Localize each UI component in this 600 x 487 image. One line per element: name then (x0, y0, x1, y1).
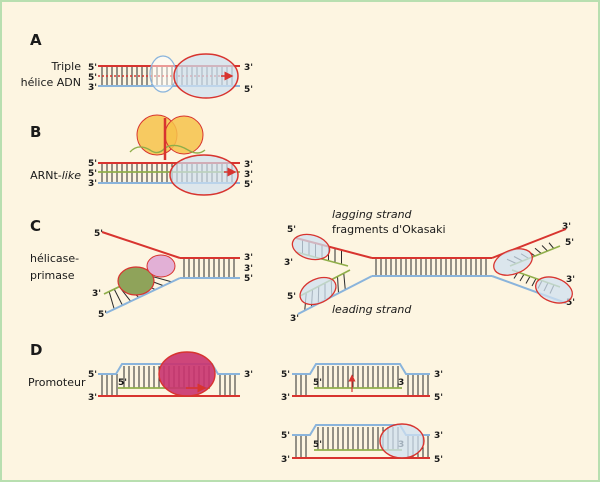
panel-c-right-end-1: 5' (287, 225, 296, 235)
panel-d2-end-1: 5' (281, 370, 290, 380)
panel-c-right-end-4: 3' (290, 314, 299, 324)
panel-a-label-line2: hélice ADN (21, 76, 81, 89)
panel-d3-protein (379, 423, 425, 459)
base-pair-rung (343, 273, 346, 290)
panel-d1-end-2: 5' (118, 378, 127, 388)
panel-c-end-5: 3' (92, 289, 101, 299)
panel-d2-end-3: 3 (398, 378, 404, 388)
panel-d1-rna-polymerase (158, 351, 216, 397)
panel-b-end-left-1: 5' (88, 159, 97, 169)
panel-c-end-6: 5' (98, 310, 107, 320)
panel-b-end-right-3: 5' (244, 180, 253, 190)
panel-c-leading-label: leading strand (332, 303, 412, 316)
panel-c-right-enzyme-1 (291, 233, 331, 261)
panel-d2-end-6: 5' (434, 393, 443, 403)
panel-d1-end-1: 5' (88, 370, 97, 380)
panel-c-right-enzyme-4 (535, 276, 573, 304)
base-pair-rung (548, 242, 555, 249)
panel-c-right-end-2: 3' (284, 258, 293, 268)
panel-a-end-left-2: 5' (88, 73, 97, 83)
panel-b-end-left-2: 5' (88, 169, 97, 179)
panel-b-end-left-3: 3' (88, 179, 97, 189)
base-pair-rung (531, 278, 537, 287)
panel-b: B ARNt-like 5' 5' 3' 3' 3' 5' (30, 114, 253, 196)
panel-c-okazaki-label: fragments d'Okasaki (332, 223, 446, 236)
panel-a-end-right-1: 3' (244, 63, 253, 73)
panel-b-label-prefix: ARNt- (30, 169, 62, 182)
panel-c-end-1: 5' (94, 229, 103, 239)
panel-c-right-enzyme-2 (299, 276, 337, 306)
panel-b-letter: B (30, 123, 41, 141)
panel-d3-end-4: 3' (434, 431, 443, 441)
panel-c-right-end-5: 3' (562, 222, 571, 232)
panel-d-label: Promoteur (28, 376, 86, 389)
base-pair-rung (541, 245, 548, 252)
panel-c-right-end-3: 5' (287, 292, 296, 302)
panel-c-lagging-label: lagging strand (332, 208, 413, 221)
panel-c-left-red-strand (101, 231, 181, 259)
base-pair-rung (113, 288, 123, 306)
panel-b-label: ARNt-like (30, 169, 81, 182)
panel-c-right: lagging strand fragments d'Okasaki leadi… (284, 208, 575, 324)
panel-c-left: C hélicase- primase 5' 3' 3' 5' 3' 5' (30, 217, 253, 320)
panel-d-letter: D (30, 341, 42, 359)
panel-d1-end-3: 3' (244, 370, 253, 380)
panel-c-right-end-7: 3' (566, 275, 575, 285)
panel-d3-end-5: 3' (281, 455, 290, 465)
panel-c-label-line2: primase (30, 269, 75, 282)
base-pair-rung (108, 291, 115, 310)
panel-c-left-blue-strand (105, 277, 181, 314)
panel-b-end-right-1: 3' (244, 160, 253, 170)
panel-c-end-4: 5' (244, 274, 253, 284)
panel-d2-end-4: 3' (434, 370, 443, 380)
panel-d2-duplex-rungs (295, 366, 429, 396)
panel-a-letter: A (30, 31, 42, 49)
panel-d1-end-4: 3' (88, 393, 97, 403)
panel-c-right-left-bottom-arm (297, 275, 373, 315)
panel-a-protein-large (173, 53, 239, 99)
panel-a-end-left-3: 3' (88, 83, 97, 93)
panel-c-right-enzyme-3 (493, 248, 533, 276)
panel-a-label-line1: Triple (51, 60, 82, 73)
panel-c-letter: C (30, 217, 41, 235)
panel-c-helicase (117, 266, 155, 296)
panel-c-right-end-8: 5' (566, 298, 575, 308)
panel-b-end-right-2: 3' (244, 170, 253, 180)
panel-b-label-italic: like (62, 169, 81, 182)
base-pair-rung (519, 273, 525, 282)
base-pair-rung (337, 276, 339, 294)
panel-d2-strand-top (292, 363, 430, 375)
panel-d: D Promoteur 5' 5' 3' 3' 5' 5' 3 3' 3' 5'… (28, 341, 443, 465)
panel-a-end-right-2: 5' (244, 85, 253, 95)
panel-c-label-line1: hélicase- (30, 252, 79, 265)
panel-a-end-left-1: 5' (88, 63, 97, 73)
panel-c-right-end-6: 5' (565, 238, 574, 248)
panel-a: A Triple hélice ADN 5' 5' 3' 3' 5' (21, 31, 253, 99)
panel-c-end-3: 3' (244, 264, 253, 274)
base-pair-rung (534, 247, 542, 254)
base-pair-rung (525, 276, 531, 284)
panel-d3-end-6: 5' (434, 455, 443, 465)
panel-b-protein (169, 154, 239, 196)
panel-a-protein-small (149, 55, 177, 93)
panel-d3-end-1: 5' (281, 431, 290, 441)
panel-c-primase (146, 254, 176, 278)
panel-c-end-2: 3' (244, 253, 253, 263)
panel-d2-end-5: 3' (281, 393, 290, 403)
